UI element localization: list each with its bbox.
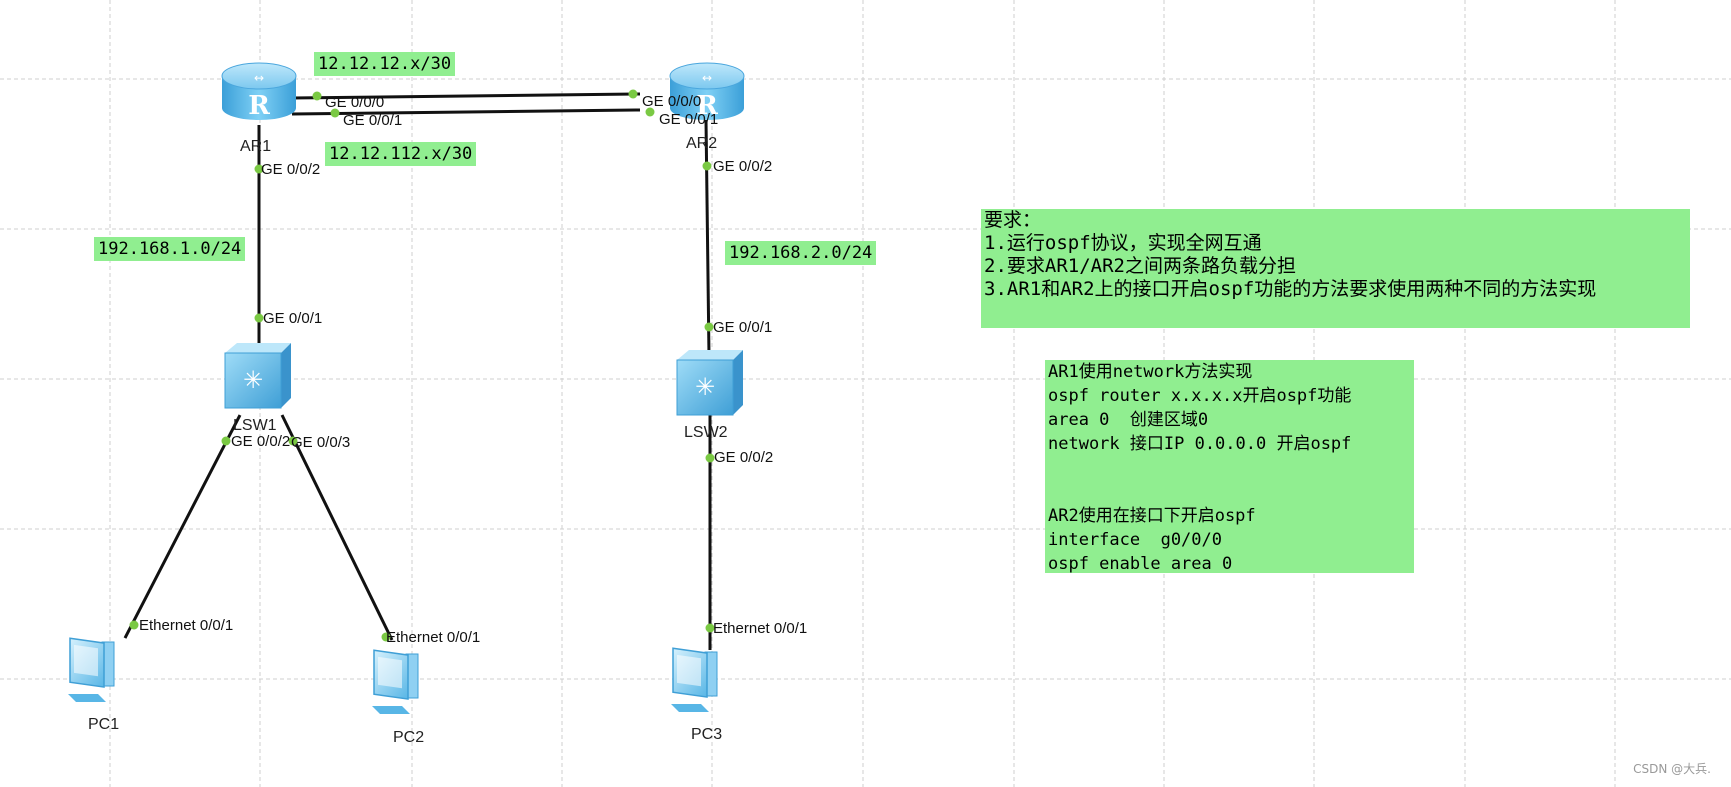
port-dots	[129, 89, 715, 642]
subnet-label-lan1: 192.168.1.0/24	[94, 237, 246, 261]
requirement-item: 2.要求AR1/AR2之间两条路负载分担	[984, 255, 1296, 277]
subnet-label-link2: 12.12.112.x/30	[325, 142, 477, 166]
device-name-lsw1: LSW1	[233, 417, 277, 434]
subnet-label-lan2: 192.168.2.0/24	[725, 241, 877, 265]
ar2-config-line: ospf enable area 0	[1048, 554, 1233, 574]
port-label-ar1-g002: GE 0/0/2	[261, 161, 321, 178]
ar2-config-line: interface g0/0/0	[1048, 530, 1222, 550]
port-label-ar1-g001: GE 0/0/1	[343, 112, 403, 129]
svg-text:↔: ↔	[254, 71, 264, 85]
port-dot	[645, 107, 655, 117]
link-ar1-ar2-ge001[interactable]	[291, 108, 641, 116]
switch-icon[interactable]: ✳	[676, 350, 743, 416]
router-icon[interactable]: ↔ R	[221, 62, 297, 121]
port-dot	[312, 91, 322, 101]
requirement-item: 3.AR1和AR2上的接口开启ospf功能的方法要求使用两种不同的方法实现	[984, 278, 1597, 300]
device-name-pc3: PC3	[691, 726, 723, 743]
ar1-method-title: AR1使用network方法实现	[1048, 362, 1253, 382]
port-dot	[330, 108, 340, 118]
port-label-ar2-g001: GE 0/0/1	[659, 111, 719, 128]
port-label-ar2-g000: GE 0/0/0	[642, 93, 702, 110]
pc-icon[interactable]	[68, 637, 115, 702]
svg-text:↔: ↔	[702, 71, 712, 85]
port-label-pc3-eth: Ethernet 0/0/1	[713, 620, 808, 637]
device-name-pc1: PC1	[88, 716, 120, 733]
device-name-ar2: AR2	[686, 135, 718, 152]
port-dot	[254, 164, 264, 174]
port-dot	[221, 436, 231, 446]
device-name-pc2: PC2	[393, 729, 425, 746]
link-lsw1-pc2[interactable]	[280, 414, 394, 641]
svg-text:✳: ✳	[243, 366, 263, 394]
port-label-pc2-eth: Ethernet 0/0/1	[386, 629, 481, 646]
ar1-config-line: ospf router x.x.x.x开启ospf功能	[1048, 386, 1352, 406]
pc-icon[interactable]	[671, 647, 718, 712]
port-dot	[288, 436, 298, 446]
requirements-note: 要求： 1.运行ospf协议，实现全网互通 2.要求AR1/AR2之间两条路负载…	[981, 209, 1690, 328]
port-dot	[628, 89, 638, 99]
ar1-config-line: network 接口IP 0.0.0.0 开启ospf	[1048, 434, 1352, 454]
ar2-method-title: AR2使用在接口下开启ospf	[1048, 506, 1256, 526]
subnet-label-link1: 12.12.12.x/30	[314, 52, 456, 76]
link-ar1-ar2-ge000[interactable]	[291, 92, 641, 100]
switch-icon[interactable]: ✳	[224, 343, 291, 409]
port-dot	[702, 161, 712, 171]
svg-text:✳: ✳	[695, 373, 715, 401]
requirement-item: 1.运行ospf协议，实现全网互通	[984, 232, 1262, 254]
spacer	[1048, 456, 1411, 480]
port-dot	[705, 623, 715, 633]
device-name-lsw2: LSW2	[684, 424, 728, 441]
port-dot	[254, 313, 264, 323]
requirements-title: 要求：	[984, 209, 1042, 231]
port-label-lsw1-g002: GE 0/0/2	[231, 433, 291, 450]
watermark: CSDN @大兵.	[1633, 762, 1711, 776]
port-label-lsw1-g003: GE 0/0/3	[291, 434, 351, 451]
config-note: AR1使用network方法实现 ospf router x.x.x.x开启os…	[1045, 360, 1414, 574]
port-label-ar1-g000: GE 0/0/0	[325, 94, 385, 111]
port-label-lsw2-g001: GE 0/0/1	[713, 319, 773, 336]
port-label-lsw1-g001: GE 0/0/1	[263, 310, 323, 327]
links	[123, 92, 712, 650]
device-name-ar1: AR1	[240, 138, 272, 155]
port-label-ar2-g002: GE 0/0/2	[713, 158, 773, 175]
port-label-lsw2-g002: GE 0/0/2	[714, 449, 774, 466]
svg-text:R: R	[696, 91, 718, 121]
port-label-pc1-eth: Ethernet 0/0/1	[139, 617, 234, 634]
ar1-config-line: area 0 创建区域0	[1048, 410, 1209, 430]
router-icon[interactable]: ↔ R	[669, 62, 745, 121]
link-ar2-lsw2[interactable]	[704, 119, 711, 357]
port-dot	[381, 632, 391, 642]
link-lsw1-pc1[interactable]	[123, 414, 242, 639]
port-dot	[704, 322, 714, 332]
svg-text:R: R	[248, 91, 270, 121]
port-dot	[129, 620, 139, 630]
pc-icon[interactable]	[372, 649, 419, 714]
spacer	[1048, 480, 1411, 504]
port-dot	[705, 453, 715, 463]
